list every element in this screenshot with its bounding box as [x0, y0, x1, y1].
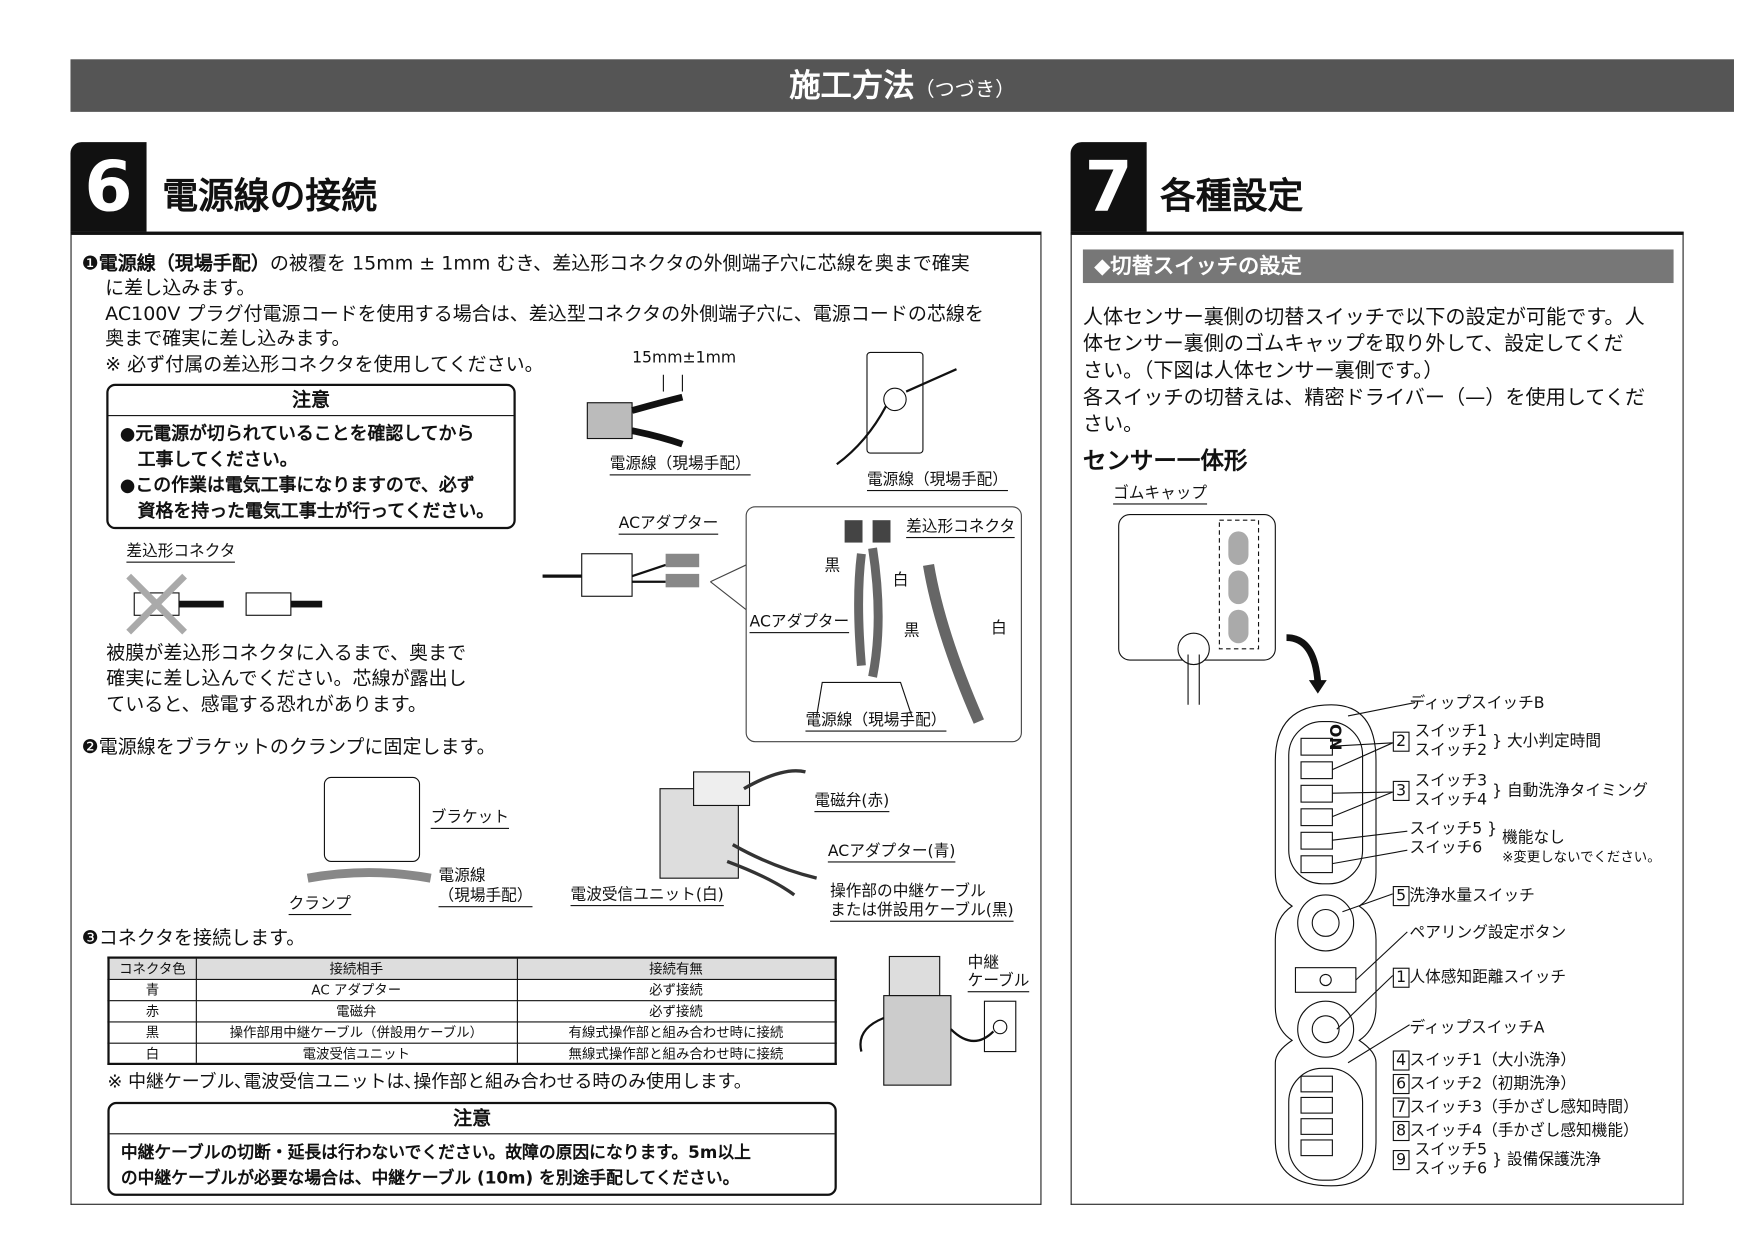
caution-title: 注意 — [109, 1104, 835, 1135]
on-label: ON — [1325, 724, 1344, 751]
valve-label: 電磁弁(赤) — [814, 789, 890, 813]
page-header: 施工方法（つづき） — [70, 59, 1734, 112]
page-title-suffix: （つづき） — [914, 78, 1016, 102]
wire-label-2: 電源線 — [438, 866, 486, 885]
white-wire-label-2: 白 — [991, 619, 1007, 638]
caution-item: 工事してください。 — [119, 448, 298, 470]
section7-panel — [1070, 231, 1684, 1205]
table-header: 接続相手 — [195, 957, 518, 980]
table-row: 黒操作部用中継ケーブル（併設用ケーブル）有線式操作部と組み合わせ時に接続 — [107, 1020, 837, 1044]
strip-length-label: 15mm±1mm — [632, 349, 737, 367]
dip-switch-a-label: ディップスイッチA — [1409, 1019, 1545, 1038]
step1-line2: に差し込みます。 — [105, 277, 256, 300]
table-note: ※ 中継ケーブル､電波受信ユニットは､操作部と組み合わせる時のみ使用します。 — [107, 1070, 752, 1092]
step1-line4: 奥まで確実に差し込みます。 — [105, 327, 351, 351]
caution-line: の中継ケーブルが必要な場合は、中継ケーブル (10m) を別途手配してください。 — [120, 1167, 740, 1189]
wire-label: 電源線（現場手配） — [609, 452, 751, 476]
table-header: コネクタ色 — [107, 957, 197, 980]
relay-cable-diagram — [859, 955, 1017, 1086]
caution-box-2: 注意 中継ケーブルの切断・延長は行わないでください。故障の原因になります。5m以… — [107, 1101, 837, 1196]
detail-wire-label: 電源線（現場手配） — [805, 708, 947, 732]
table-row: 赤電磁弁必ず接続 — [107, 999, 837, 1022]
ac-adapter-label: ACアダプター — [618, 511, 719, 535]
sensor-switch-diagram — [1118, 514, 1416, 1187]
warning-line: 被膜が差込形コネクタに入るまで、奥まで — [106, 642, 467, 665]
white-wire-label: 白 — [892, 571, 909, 590]
connector-diagram — [126, 573, 323, 635]
wiring-diagram — [542, 351, 1022, 743]
caution-title: 注意 — [108, 386, 514, 417]
step1-note: ※ 必ず付属の差込形コネクタを使用してください。 — [105, 353, 544, 376]
bracket-label: ブラケット — [430, 805, 510, 829]
bracket-diagram — [306, 769, 818, 897]
settings-body: 人体センサー裏側の切替スイッチで以下の設定が可能です。人体センサー裏側のゴムキャ… — [1082, 305, 1646, 437]
detail-adapter-label: ACアダプター — [749, 610, 850, 634]
relay-label-2: ケーブル — [967, 969, 1030, 993]
adapter-blue-label: ACアダプター(青) — [827, 839, 956, 863]
section-number: 7 — [1070, 142, 1147, 232]
wire-label-2b: （現場手配） — [438, 884, 533, 908]
caution-item: ●元電源が切られていることを確認してから — [119, 422, 475, 445]
sensor-heading: センサー一体形 — [1082, 447, 1248, 475]
step1-line3: AC100V プラグ付電源コードを使用する場合は、差込型コネクタの外側端子穴に、… — [105, 303, 984, 326]
caution-item: ●この作業は電気工事になりますので、必ず — [119, 474, 475, 496]
section-number: 6 — [70, 142, 147, 232]
dip-switch-b-label: ディップスイッチB — [1409, 694, 1545, 713]
black-wire-label-2: 黒 — [903, 621, 920, 640]
caution-line: 中継ケーブルの切断・延長は行わないでください。故障の原因になります。5m以上 — [120, 1142, 751, 1163]
clamp-label: クランプ — [288, 892, 351, 916]
relay-cable-label: 操作部の中継ケーブル — [830, 882, 986, 901]
caution-box-1: 注意 ●元電源が切られていることを確認してから 工事してください。 ●この作業は… — [106, 383, 516, 530]
subheading: ◆切替スイッチの設定 — [1082, 249, 1674, 284]
connector-label: 差込形コネクタ — [126, 539, 236, 563]
section6-panel — [70, 231, 1042, 1205]
warning-line: 確実に差し込んでください。芯線が露出し — [106, 667, 467, 691]
black-wire-label: 黒 — [824, 557, 841, 576]
table-header: 接続有無 — [516, 957, 837, 980]
receiver-label: 電波受信ユニット(白) — [570, 883, 724, 907]
pairing-button-label: ペアリング設定ボタン — [1409, 924, 1567, 942]
relay-cable-label-2: または併設用ケーブル(黒) — [830, 898, 1014, 922]
wall-wire-label: 電源線（現場手配） — [866, 468, 1008, 492]
rubber-cap-label: ゴムキャップ — [1113, 481, 1208, 505]
step1-line1: ❶電源線（現場手配）の被覆を 15mm ± 1mm むき、差込形コネクタの外側端… — [81, 252, 970, 276]
caution-item: 資格を持った電気工事士が行ってください。 — [119, 500, 495, 522]
section-title: 電源線の接続 — [162, 174, 378, 218]
warning-line: ていると、感電する恐れがあります。 — [106, 693, 427, 716]
step2-text: ❷電源線をブラケットのクランプに固定します。 — [81, 736, 496, 759]
step3-text: ❸コネクタを接続します。 — [81, 927, 306, 950]
page-title: 施工方法 — [789, 67, 915, 105]
section-title: 各種設定 — [1160, 174, 1304, 218]
detail-connector-label: 差込形コネクタ — [906, 515, 1016, 539]
table-row: 白電波受信ユニット無線式操作部と組み合わせ時に接続 — [107, 1042, 837, 1065]
relay-label: 中継 — [967, 954, 999, 973]
